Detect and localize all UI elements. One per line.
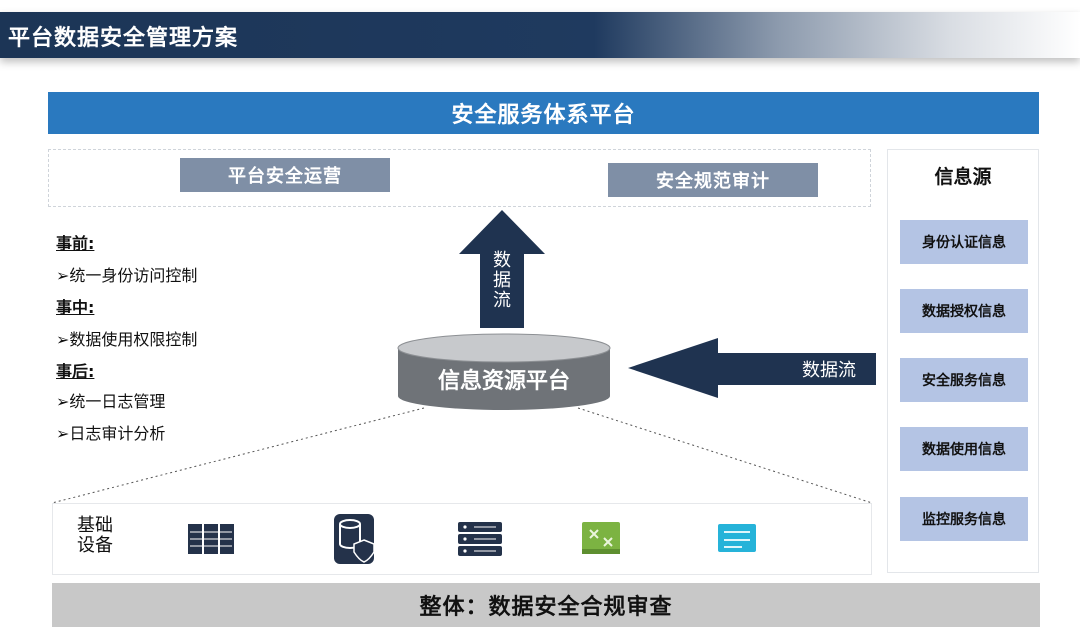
left-arrow-label: 数据流 <box>802 360 856 381</box>
info-item-identity-auth: 身份认证信息 <box>900 220 1028 264</box>
infrastructure-label: 基础 设备 <box>77 516 113 556</box>
phase-item: ➢统一日志管理 <box>56 392 166 411</box>
perspective-line-right <box>577 407 873 504</box>
platform-security-ops-box: 平台安全运营 <box>180 158 390 192</box>
data-flow-up-arrow: 数 据 流 <box>459 210 545 328</box>
title-bar: 平台数据安全管理方案 <box>0 12 1080 58</box>
phase-item: ➢日志审计分析 <box>56 424 166 443</box>
infrastructure-label-line: 设备 <box>77 535 113 556</box>
phase-item: ➢统一身份访问控制 <box>56 266 198 285</box>
info-item-monitoring-service: 监控服务信息 <box>900 497 1028 541</box>
up-arrow-char: 流 <box>493 290 511 311</box>
security-service-platform-band: 安全服务体系平台 <box>48 92 1039 134</box>
switch-icon <box>582 522 620 554</box>
info-item-data-authorization: 数据授权信息 <box>900 289 1028 333</box>
database-shield-icon <box>334 514 375 564</box>
phase-label-after: 事后: <box>56 362 95 381</box>
up-arrow-char: 据 <box>493 270 511 291</box>
network-server-icon <box>458 522 502 556</box>
phase-label-during: 事中: <box>56 298 95 317</box>
info-item-security-service: 安全服务信息 <box>900 358 1028 402</box>
info-item-data-usage: 数据使用信息 <box>900 427 1028 471</box>
infrastructure-label-line: 基础 <box>77 515 113 536</box>
phase-label-before: 事前: <box>56 234 95 253</box>
info-resource-platform-cylinder: 信息资源平台 <box>397 333 611 410</box>
perspective-line-left <box>51 407 425 504</box>
info-source-panel: 信息源 身份认证信息 数据授权信息 安全服务信息 数据使用信息 监控服务信息 <box>887 149 1039 573</box>
compliance-review-band: 整体：数据安全合规审查 <box>52 583 1040 627</box>
cylinder-label: 信息资源平台 <box>438 368 570 394</box>
info-source-title: 信息源 <box>934 166 992 188</box>
server-rack-icon <box>188 524 234 554</box>
up-arrow-char: 数 <box>493 250 511 271</box>
router-icon <box>718 524 756 552</box>
phase-item: ➢数据使用权限控制 <box>56 330 198 349</box>
security-audit-box: 安全规范审计 <box>608 163 818 197</box>
data-flow-left-arrow: 数据流 <box>628 338 876 398</box>
page-title: 平台数据安全管理方案 <box>8 26 239 51</box>
